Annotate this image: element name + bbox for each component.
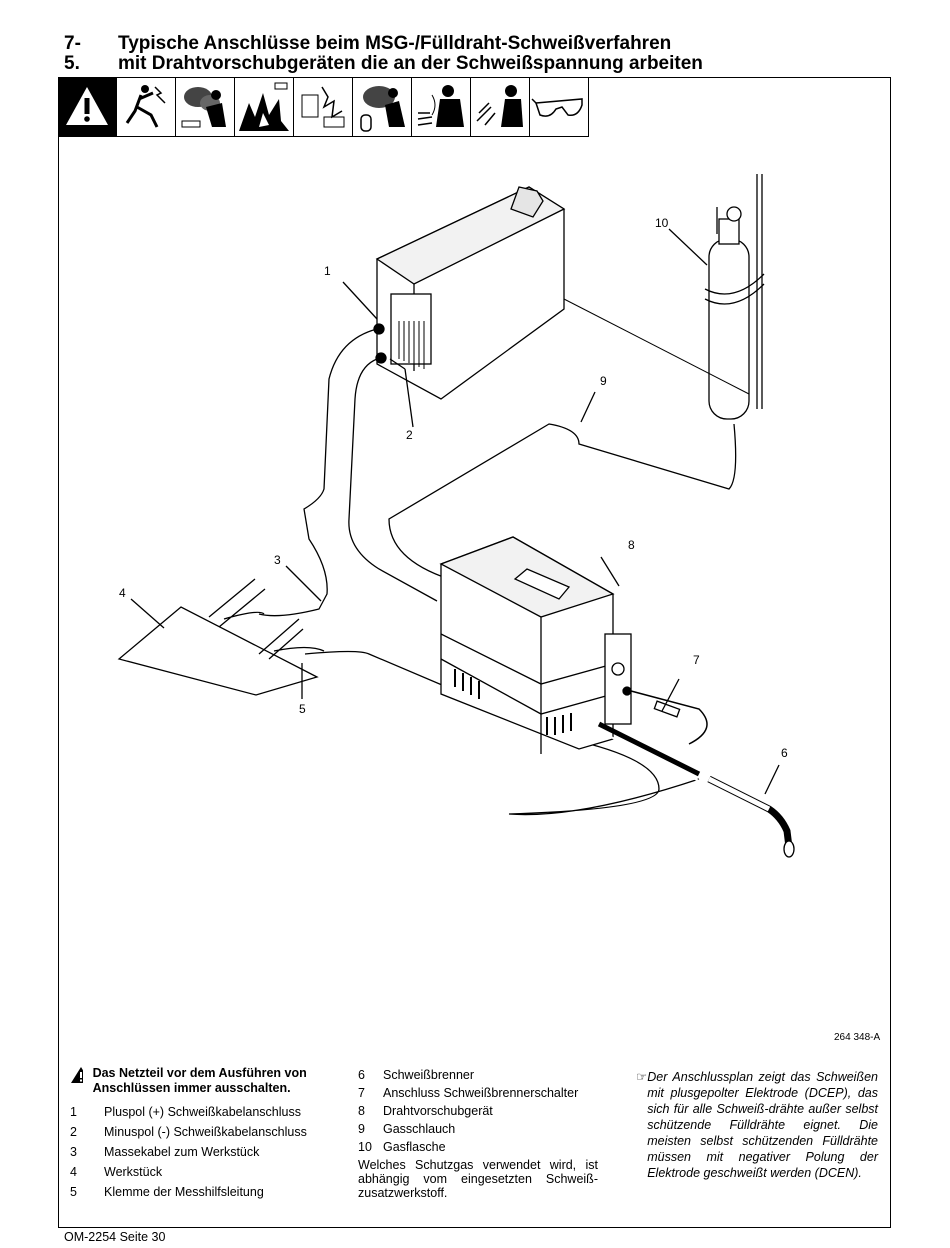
- callout-7: 7: [693, 653, 700, 667]
- callout-3: 3: [274, 553, 281, 567]
- gas-cylinder-icon: [353, 77, 412, 137]
- welding-torch: [707, 775, 795, 858]
- figure-code: 264 348-A: [834, 1032, 881, 1043]
- explosion-icon: [235, 77, 294, 137]
- workpiece: [117, 606, 319, 696]
- wire-feeder: [439, 536, 632, 754]
- callout-6: 6: [781, 746, 788, 760]
- callout-2: 2: [406, 428, 413, 442]
- electric-shock-icon: [117, 77, 176, 137]
- pointing-hand-icon: ☞: [636, 1070, 648, 1084]
- title-line-1: Typische Anschlüsse beim MSG-/Fülldraht-…: [118, 33, 672, 54]
- safety-glasses-icon: [530, 77, 589, 137]
- fire-icon: [294, 77, 353, 137]
- figure-frame: [58, 77, 891, 1228]
- title-line-2: mit Drahtvorschubgeräten die an der Schw…: [118, 53, 703, 74]
- callout-5: 5: [299, 702, 306, 716]
- work-clamp: [208, 578, 325, 660]
- hazard-strip: [58, 77, 589, 138]
- power-source: [373, 186, 566, 400]
- callout-10: 10: [655, 216, 669, 230]
- callout-4: 4: [119, 586, 126, 600]
- warning-note: Das Netzteil vor dem Ausführen von Ansch…: [70, 1066, 330, 1096]
- warning-icon: [71, 1067, 83, 1083]
- callout-8: 8: [628, 538, 635, 552]
- warning-icon: [58, 77, 117, 137]
- gas-cylinder: [704, 174, 765, 420]
- noise-icon: [412, 77, 471, 137]
- connection-diagram: 1 2 3 4 5 6 7 8 9 10: [117, 174, 795, 858]
- callout-9: 9: [600, 374, 607, 388]
- legend-left: Das Netzteil vor dem Ausführen von Ansch…: [70, 1066, 330, 1202]
- page-footer: OM-2254 Seite 30: [64, 1230, 166, 1244]
- polarity-note: ☞ Der Anschlussplan zeigt das Schweißen …: [636, 1070, 878, 1180]
- callout-1: 1: [324, 264, 331, 278]
- arc-rays-icon: [471, 77, 530, 137]
- section-number: 7-5.: [64, 33, 81, 74]
- fumes-icon: [176, 77, 235, 137]
- gas-note: Welches Schutzgas verwendet wird, ist ab…: [358, 1158, 598, 1200]
